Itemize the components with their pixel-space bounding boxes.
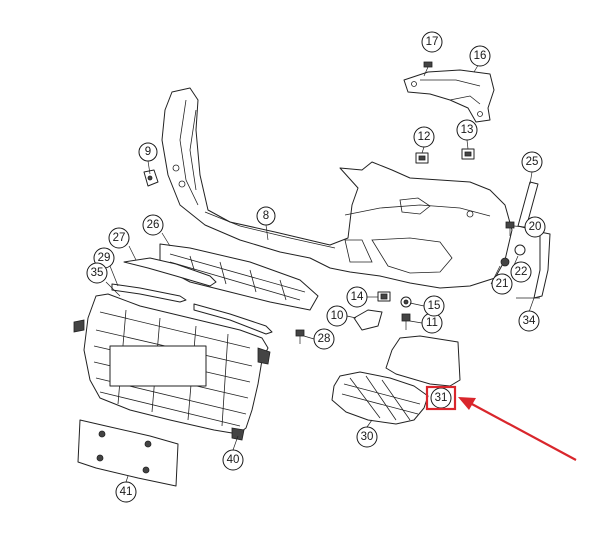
callout-40: 40 <box>222 449 244 471</box>
svg-text:41: 41 <box>120 486 133 498</box>
nut-22 <box>500 244 526 267</box>
svg-text:8: 8 <box>263 210 269 222</box>
svg-text:10: 10 <box>331 310 344 322</box>
callout-30: 30 <box>356 426 378 448</box>
callout-22: 22 <box>510 261 532 283</box>
callout-26: 26 <box>142 214 164 236</box>
callout-41: 41 <box>115 481 137 503</box>
leader-lines <box>105 61 535 483</box>
screw-17 <box>423 61 433 77</box>
svg-text:34: 34 <box>523 315 536 327</box>
callout-11: 11 <box>421 312 443 334</box>
svg-text:12: 12 <box>418 131 431 143</box>
bumper-cover <box>161 87 513 289</box>
svg-text:20: 20 <box>529 221 542 233</box>
screw-28 <box>295 329 305 344</box>
callout-27: 27 <box>108 227 130 249</box>
callout-17: 17 <box>421 31 443 53</box>
callout-28: 28 <box>313 328 335 350</box>
callout-20: 20 <box>524 216 546 238</box>
highlight-box <box>425 385 457 411</box>
trim-strip-27 <box>123 257 217 287</box>
callout-8: 8 <box>256 206 276 226</box>
svg-text:27: 27 <box>113 232 126 244</box>
svg-text:29: 29 <box>98 252 111 264</box>
svg-text:25: 25 <box>526 156 539 168</box>
svg-text:28: 28 <box>318 333 331 345</box>
callout-14: 14 <box>346 286 368 308</box>
callout-25: 25 <box>521 151 543 173</box>
screw-11 <box>401 313 411 330</box>
svg-text:30: 30 <box>361 431 374 443</box>
callout-12: 12 <box>413 126 435 148</box>
main-grille-40 <box>73 293 271 441</box>
screw-20 <box>505 221 515 236</box>
svg-text:15: 15 <box>428 300 441 312</box>
fog-cover-31 <box>385 335 461 387</box>
clip-15 <box>400 296 412 308</box>
cap-10 <box>353 309 383 331</box>
callout-9: 9 <box>138 142 158 162</box>
callout-15: 15 <box>423 295 445 317</box>
svg-text:40: 40 <box>227 454 240 466</box>
svg-text:22: 22 <box>515 266 528 278</box>
callout-16: 16 <box>469 45 491 67</box>
callout-13: 13 <box>456 119 478 141</box>
license-plate-41 <box>77 419 179 487</box>
highlight-arrow <box>458 397 577 461</box>
svg-text:9: 9 <box>145 146 151 158</box>
svg-text:26: 26 <box>147 219 160 231</box>
svg-text:21: 21 <box>496 278 509 290</box>
svg-text:31: 31 <box>435 392 448 404</box>
callout-34: 34 <box>518 310 540 332</box>
callout-31: 31 <box>430 387 452 409</box>
svg-text:16: 16 <box>474 50 487 62</box>
svg-text:11: 11 <box>426 317 438 329</box>
svg-text:35: 35 <box>91 267 104 279</box>
fog-grille-30 <box>331 371 429 425</box>
svg-text:13: 13 <box>461 124 474 136</box>
svg-text:17: 17 <box>426 36 439 48</box>
side-bracket <box>403 69 495 123</box>
callout-35: 35 <box>86 262 108 284</box>
callout-10: 10 <box>326 305 348 327</box>
svg-text:14: 14 <box>351 291 364 303</box>
clip-14 <box>377 291 391 302</box>
trim-34 <box>516 231 551 299</box>
clip-12 <box>415 152 429 164</box>
bracket-9 <box>143 169 159 187</box>
callout-21: 21 <box>491 273 513 295</box>
trim-strip-29 <box>111 283 273 335</box>
clip-13 <box>461 148 475 160</box>
